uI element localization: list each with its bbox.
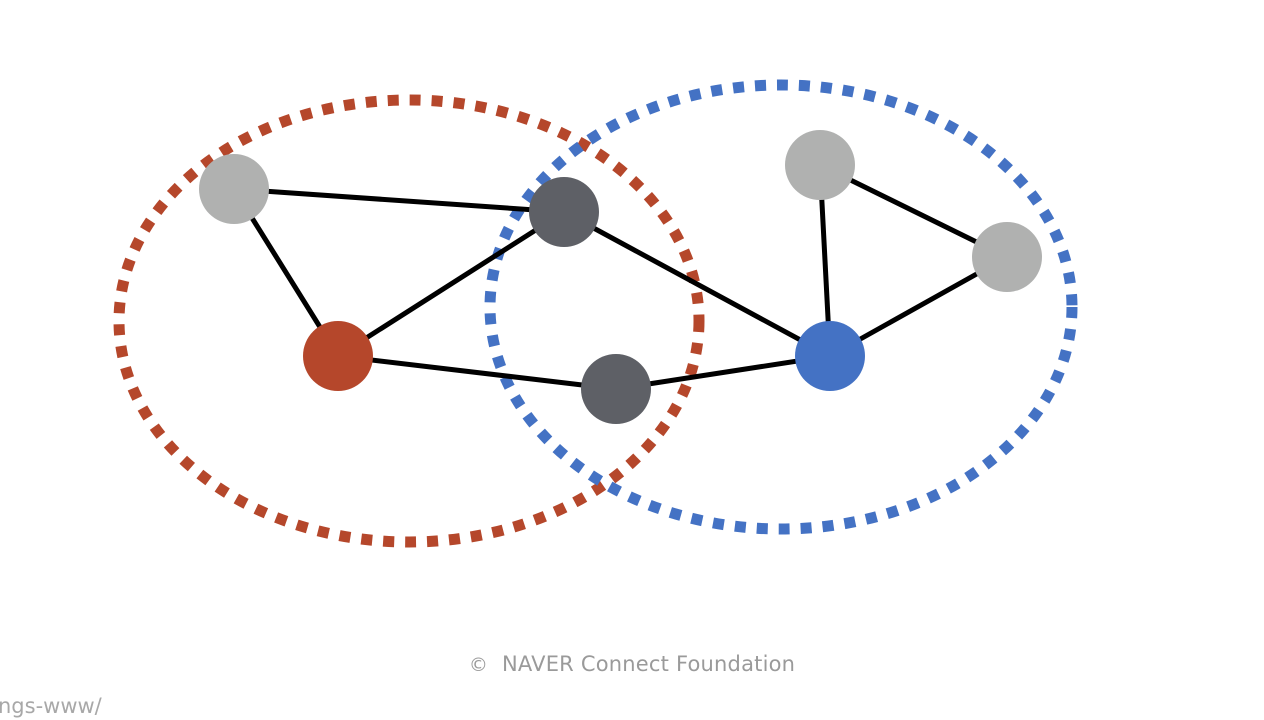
copyright-notice: © NAVER Connect Foundation — [0, 652, 1264, 676]
nodes-layer — [199, 130, 1042, 424]
node-n4-dark-gray — [581, 354, 651, 424]
node-n5-blue — [795, 321, 865, 391]
node-n1-light-gray — [199, 154, 269, 224]
copyright-text: NAVER Connect Foundation — [502, 652, 796, 676]
edge-n1-n3 — [231, 186, 567, 215]
edge-n2-n3 — [335, 209, 567, 359]
node-n6-light-gray — [785, 130, 855, 200]
edge-n3-n5 — [561, 209, 833, 359]
clusters-layer — [113, 79, 1078, 548]
copyright-symbol: © — [468, 654, 489, 676]
edge-n2-n4 — [335, 353, 619, 392]
red-cluster-boundary — [113, 94, 705, 548]
node-n3-dark-gray — [529, 177, 599, 247]
edge-n4-n5 — [613, 353, 833, 392]
url-fragment: ngs-www/ — [0, 694, 102, 718]
blue-cluster-boundary — [484, 79, 1078, 535]
node-n2-red — [303, 321, 373, 391]
node-n7-light-gray — [972, 222, 1042, 292]
